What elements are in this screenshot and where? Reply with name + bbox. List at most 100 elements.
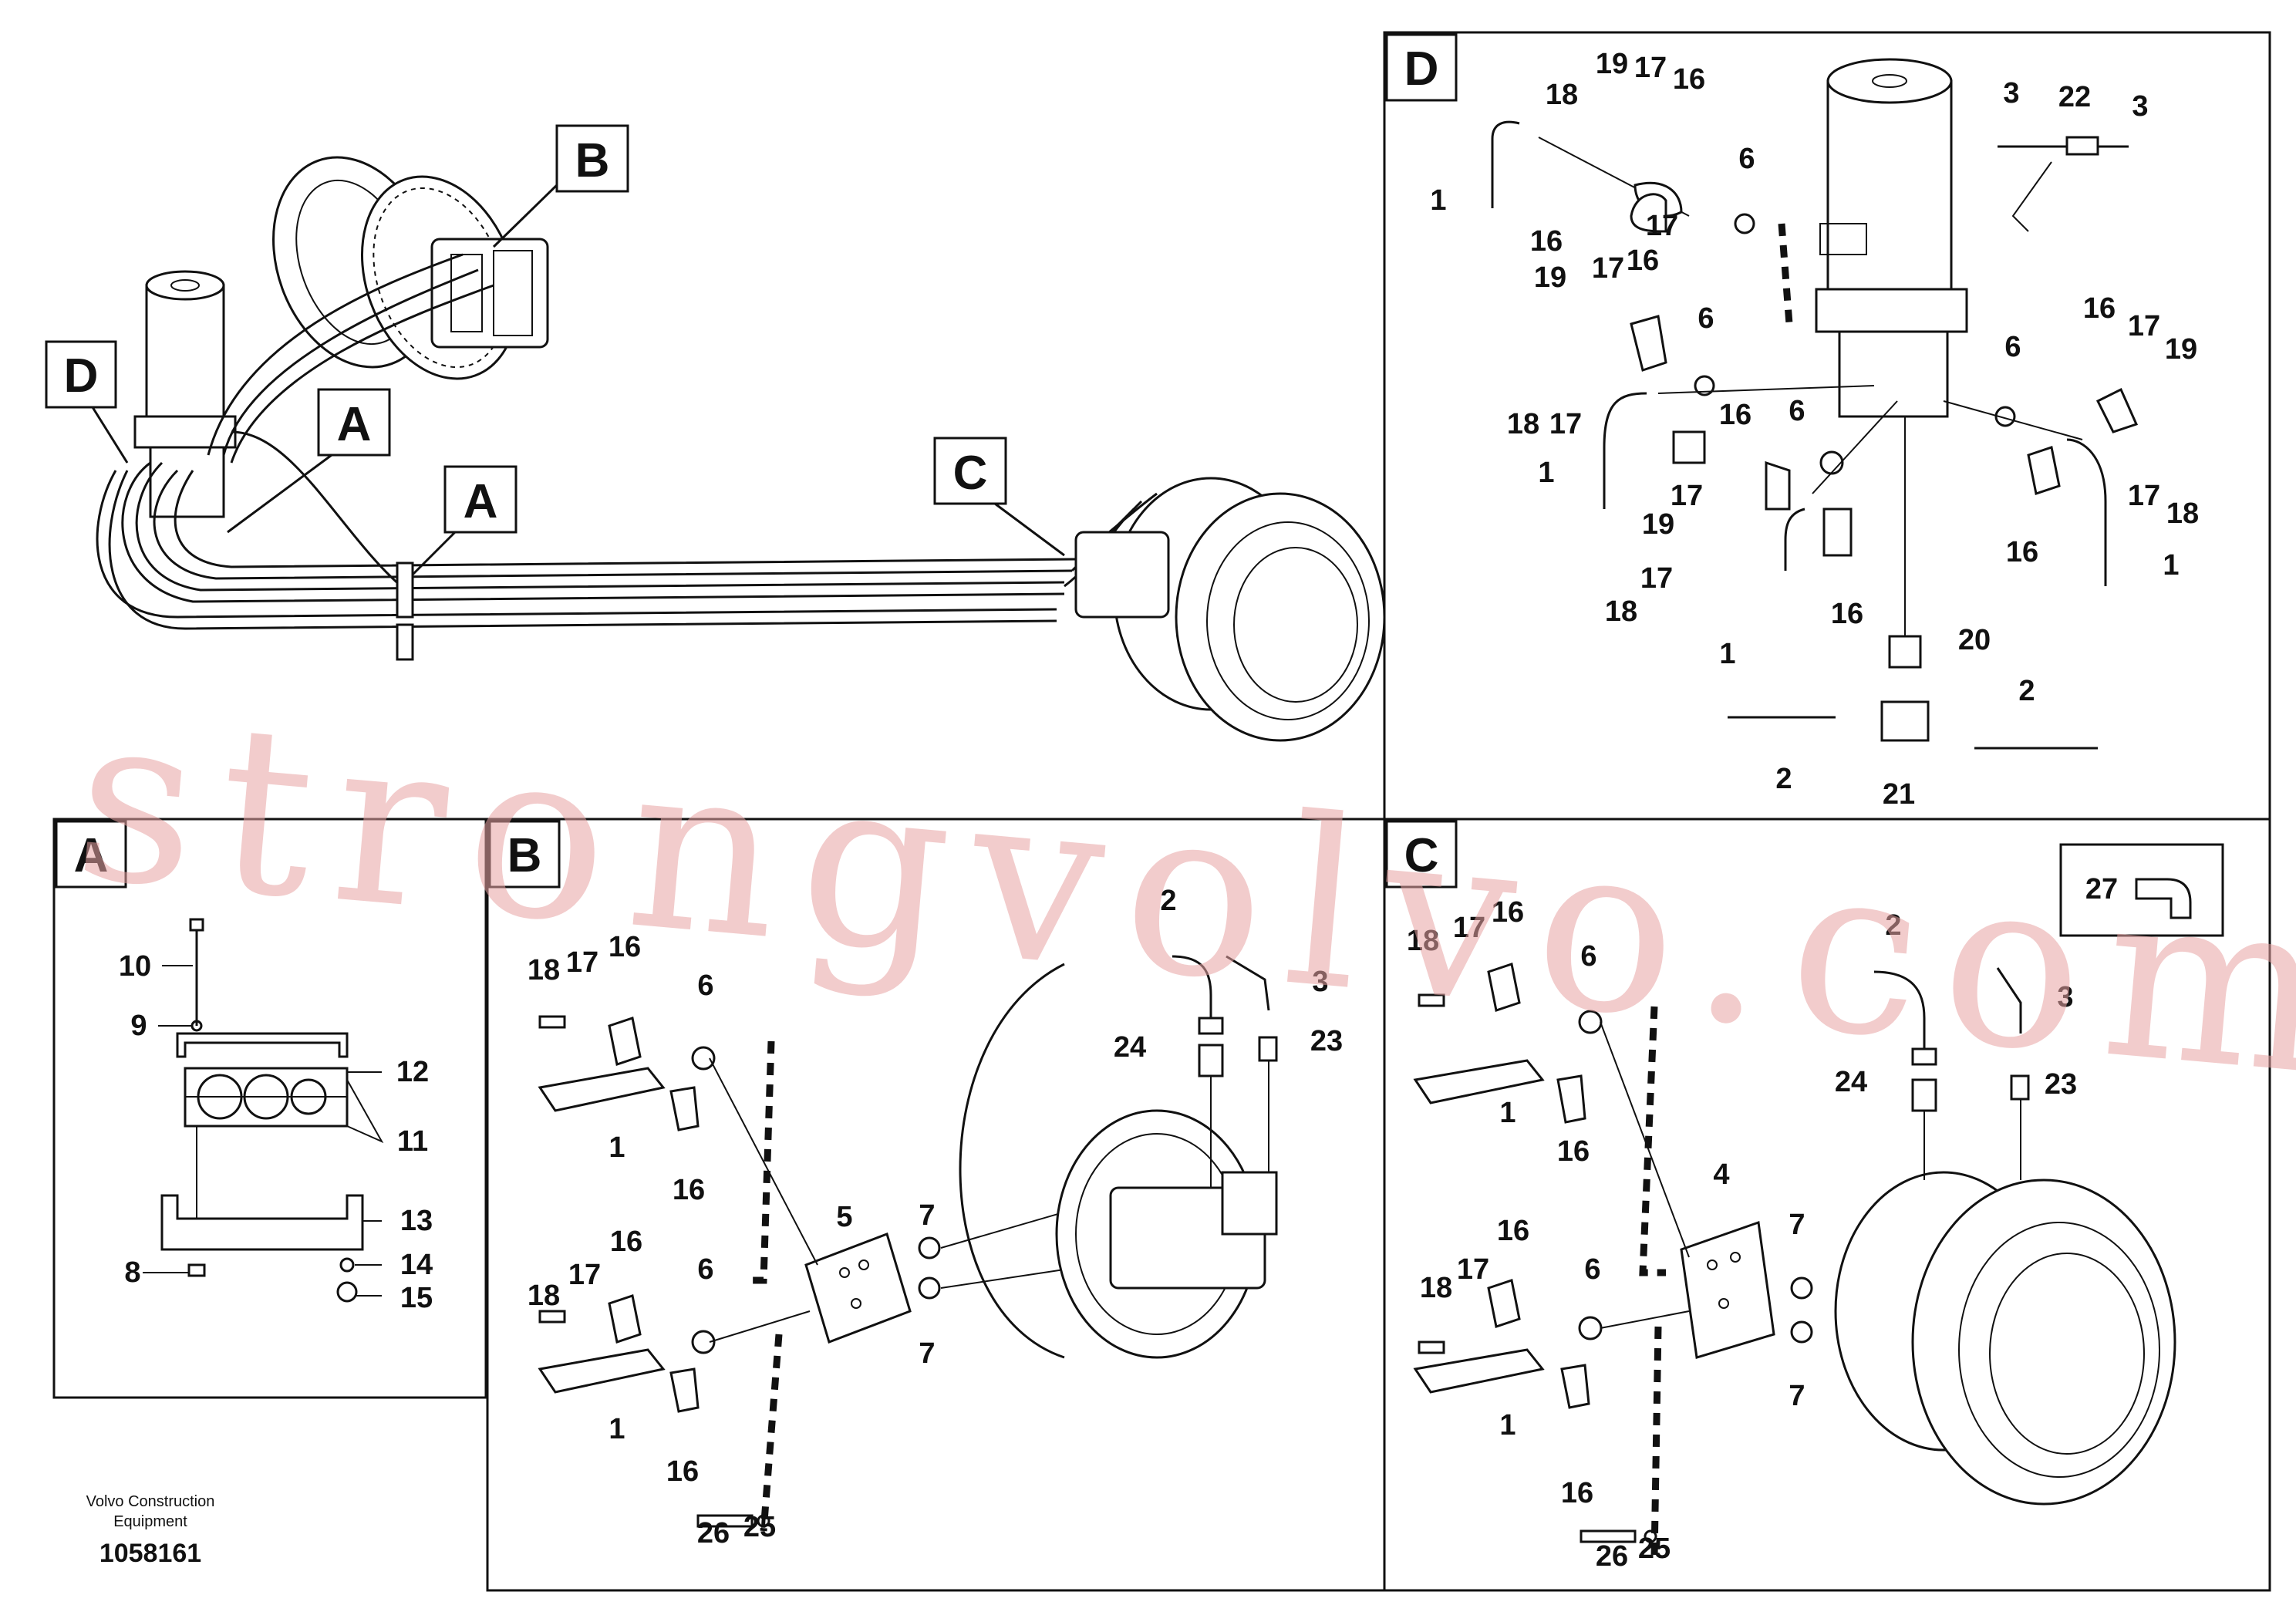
panel-d-oring-4	[1994, 406, 2016, 427]
panel-b-bolt-18a	[538, 1015, 566, 1029]
panel-b-hose-1b	[538, 1348, 666, 1394]
panel-d-label-19b: 19	[1534, 261, 1566, 294]
panel-b-label-7b: 7	[919, 1337, 935, 1370]
footer-doc-number: 1058161	[99, 1539, 201, 1568]
panel-b-label-1b: 1	[609, 1413, 625, 1445]
panel-d-hose-2	[1728, 716, 2098, 750]
panel-d-clamp-f	[1822, 508, 1853, 557]
panel-b-oring-7b	[918, 1276, 941, 1300]
panel-d-label-3a: 3	[2003, 77, 2019, 110]
panel-d-label-17d: 17	[1549, 408, 1582, 440]
panel-b-hose-2	[1172, 955, 1212, 1018]
panel-d-pipe	[2011, 161, 2052, 232]
panel-d-label-17e: 17	[1671, 480, 1703, 512]
panel-d-label-16c: 16	[1627, 244, 1659, 277]
panel-c-oring-6b	[1578, 1316, 1603, 1340]
panel-a-washer-9	[190, 1020, 203, 1032]
panel-c-label-16b: 16	[1557, 1135, 1590, 1168]
panel-c-elbow-27	[2135, 878, 2192, 919]
panel-b-label-16a: 16	[609, 931, 641, 963]
overview-clamp-1	[396, 561, 414, 619]
panel-b-label-26: 26	[697, 1517, 730, 1549]
panel-b-label-16c: 16	[610, 1226, 642, 1258]
panel-c-hose-2	[1873, 970, 1926, 1049]
panel-c-label-17a: 17	[1453, 912, 1485, 944]
panel-b-label-5: 5	[836, 1201, 852, 1233]
panel-b-clamp-16b	[669, 1086, 700, 1131]
panel-b-label-17a: 17	[566, 946, 598, 979]
panel-c-valve-block-4	[1680, 1220, 1775, 1359]
panel-a-frame	[52, 818, 487, 1399]
panel-c-dash-1	[1639, 1006, 1666, 1276]
panel-c-label-4: 4	[1713, 1158, 1729, 1191]
overview-callout-a1[interactable]: A	[227, 388, 391, 534]
panel-d-title: D	[1404, 42, 1439, 96]
panel-c-hose-3	[1996, 967, 2022, 1034]
footer-company-line1: Volvo Construction	[86, 1493, 215, 1510]
panel-d-label-2b: 2	[1775, 763, 1792, 795]
overview-callout-b[interactable]: B	[492, 124, 629, 248]
panel-d-label-16d: 16	[1719, 399, 1752, 431]
panel-c-label-18b: 18	[1420, 1272, 1452, 1304]
panel-d-hose-1b	[1603, 392, 1647, 509]
panel-c-oring-7b	[1790, 1320, 1813, 1344]
panel-c-label-1b: 1	[1499, 1409, 1515, 1442]
panel-b: B	[486, 818, 1386, 1592]
panel-d-label-16b: 16	[1530, 225, 1563, 258]
overview-callout-a2[interactable]: A	[411, 465, 518, 576]
panel-c-bolt-18b	[1418, 1340, 1445, 1354]
panel-d-label-1b: 1	[1538, 457, 1554, 489]
panel-d-clamp-b	[1630, 193, 1667, 233]
svg-text:A: A	[337, 398, 372, 451]
panel-d-label-18c: 18	[1605, 595, 1637, 628]
panel-d-oring-3	[1819, 450, 1844, 475]
panel-d-label-17f: 17	[1640, 562, 1673, 595]
panel-d-label-18a: 18	[1546, 79, 1578, 111]
panel-b-washer-25	[757, 1514, 770, 1528]
panel-d-label-19a: 19	[1596, 48, 1628, 80]
panel-d-label-16a: 16	[1673, 63, 1705, 96]
overview-callout-d[interactable]: D	[45, 340, 129, 464]
overview-clamp-2	[396, 623, 414, 661]
svg-text:B: B	[575, 134, 610, 187]
panel-b-label-7a: 7	[919, 1199, 935, 1232]
panel-d-fitting-20	[1888, 635, 1922, 669]
footer-company-line2: Equipment	[113, 1513, 187, 1530]
overview-callout-c[interactable]: C	[933, 437, 1065, 557]
panel-c-label-16a: 16	[1492, 896, 1524, 929]
panel-b-label-6b: 6	[697, 1253, 713, 1286]
panel-c-label-1a: 1	[1499, 1097, 1515, 1129]
panel-c-label-16d: 16	[1561, 1477, 1593, 1509]
panel-d-label-19c: 19	[1642, 508, 1674, 541]
panel-c-label-18a: 18	[1407, 925, 1439, 957]
panel-d-oring-1	[1734, 213, 1755, 234]
panel-d-label-19d: 19	[2165, 333, 2197, 366]
panel-d-label-17c: 17	[1592, 252, 1624, 285]
panel-b-fitting-24	[1198, 1044, 1224, 1077]
panel-d-label-6b: 6	[1698, 302, 1714, 335]
panel-d-label-6d: 6	[2004, 331, 2021, 363]
panel-b-clamp-16d	[669, 1367, 700, 1413]
panel-d-label-3b: 3	[2132, 90, 2148, 123]
panel-b-label-1a: 1	[609, 1131, 625, 1164]
panel-d-label-1c: 1	[1719, 638, 1735, 670]
panel-b-valve-block-5	[804, 1233, 912, 1344]
panel-b-oring-6b	[691, 1330, 716, 1354]
upper-travel-motor	[272, 156, 549, 380]
panel-c-washer-25	[1644, 1529, 1657, 1543]
panel-d-hose-1a	[1491, 120, 1520, 208]
panel-c-bolt-26	[1580, 1529, 1637, 1543]
panel-b-oring-6a	[691, 1046, 716, 1071]
panel-b-title: B	[507, 829, 542, 882]
panel-c-label-26: 26	[1596, 1540, 1628, 1573]
panel-b-fitting-23	[1258, 1036, 1278, 1062]
panel-c-hose-1b	[1413, 1348, 1545, 1394]
panel-b-bolt-18b	[538, 1310, 566, 1324]
panel-d-fitting-22	[2065, 136, 2099, 156]
panel-c-bolt-18a	[1418, 993, 1445, 1007]
panel-b-hose-3	[1226, 955, 1270, 1011]
panel-d-clamp-h	[2027, 446, 2061, 495]
panel-c-label-6a: 6	[1580, 940, 1596, 973]
panel-b-title-box	[488, 820, 561, 889]
